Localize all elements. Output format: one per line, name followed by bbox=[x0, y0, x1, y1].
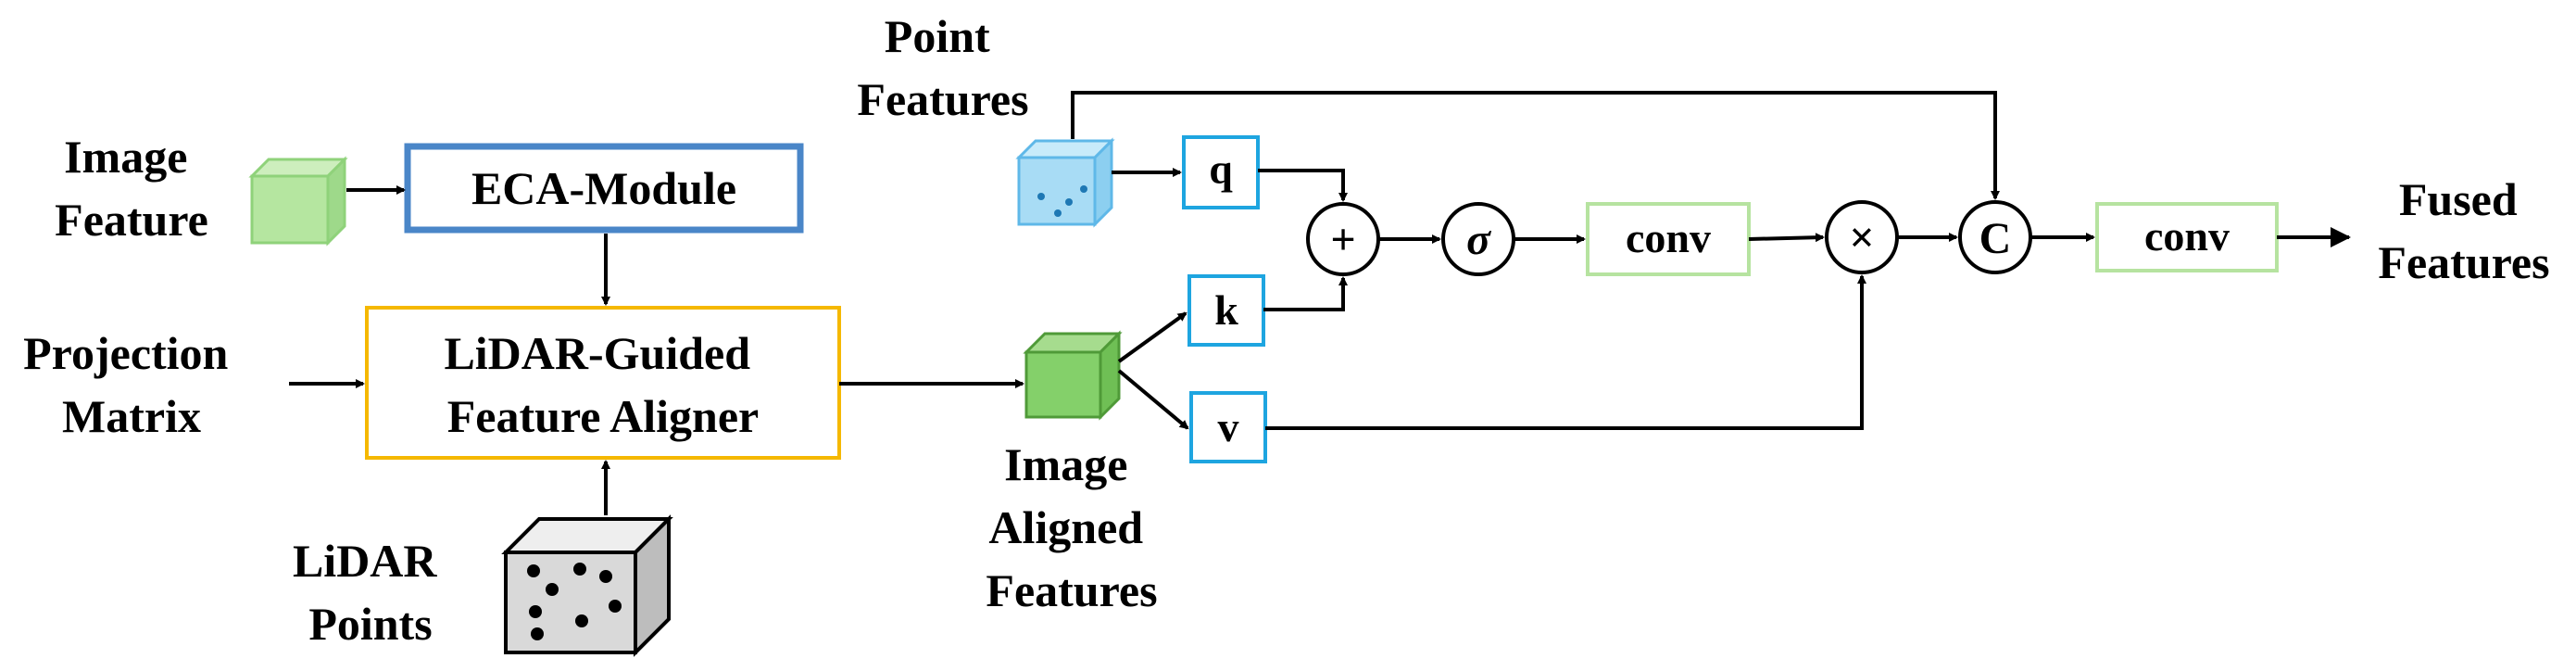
eca-module-block: ECA-Module bbox=[404, 143, 804, 234]
concat-symbol: C bbox=[1979, 214, 2012, 263]
projection-matrix-label: Projection Matrix bbox=[23, 327, 240, 442]
q-label: q bbox=[1209, 146, 1233, 193]
lidar-points-label: LiDAR Points bbox=[293, 535, 448, 650]
arrow-conv-to-multiply bbox=[1748, 233, 1825, 243]
conv-label-1: conv bbox=[1626, 214, 1711, 261]
arrow-point-skip-to-concat bbox=[1071, 91, 2000, 200]
arrow-aligned-to-v bbox=[1117, 369, 1189, 430]
k-block: k bbox=[1187, 274, 1265, 347]
arrow-v-to-multiply bbox=[1265, 274, 1866, 430]
conv-block-1: conv bbox=[1586, 202, 1751, 276]
multiply-operator: × bbox=[1825, 200, 1899, 274]
sigma-symbol: σ bbox=[1466, 215, 1491, 264]
image-feature-label: Image Feature bbox=[55, 131, 208, 246]
point-features-label: Point Features bbox=[857, 10, 1028, 125]
add-symbol: + bbox=[1330, 215, 1355, 264]
v-block: v bbox=[1189, 391, 1267, 463]
dark-green-cube-icon bbox=[1023, 330, 1123, 421]
concat-operator: C bbox=[1958, 200, 2032, 274]
aligner-label: LiDAR-Guided Feature Aligner bbox=[444, 327, 761, 442]
arrow-q-to-add bbox=[1258, 169, 1348, 202]
add-operator: + bbox=[1306, 202, 1380, 276]
gray-dotted-cube-icon bbox=[501, 514, 673, 657]
arrow-k-to-add bbox=[1263, 276, 1348, 311]
blue-dotted-cube-icon bbox=[1015, 137, 1115, 228]
fused-features-label: Fused Features bbox=[2378, 173, 2549, 288]
conv-label-2: conv bbox=[2144, 212, 2230, 260]
eca-module-label: ECA-Module bbox=[471, 162, 736, 214]
green-cube-icon bbox=[248, 156, 348, 247]
k-label: k bbox=[1214, 286, 1238, 334]
multiply-symbol: × bbox=[1849, 213, 1874, 262]
sigma-operator: σ bbox=[1441, 202, 1515, 276]
conv-block-2: conv bbox=[2095, 202, 2279, 272]
v-label: v bbox=[1218, 403, 1239, 450]
image-aligned-features-label: Image Aligned Features bbox=[986, 438, 1157, 616]
arrow-aligned-to-k bbox=[1117, 311, 1187, 363]
q-block: q bbox=[1182, 135, 1260, 209]
lidar-guided-aligner-block: LiDAR-Guided Feature Aligner bbox=[365, 306, 841, 460]
